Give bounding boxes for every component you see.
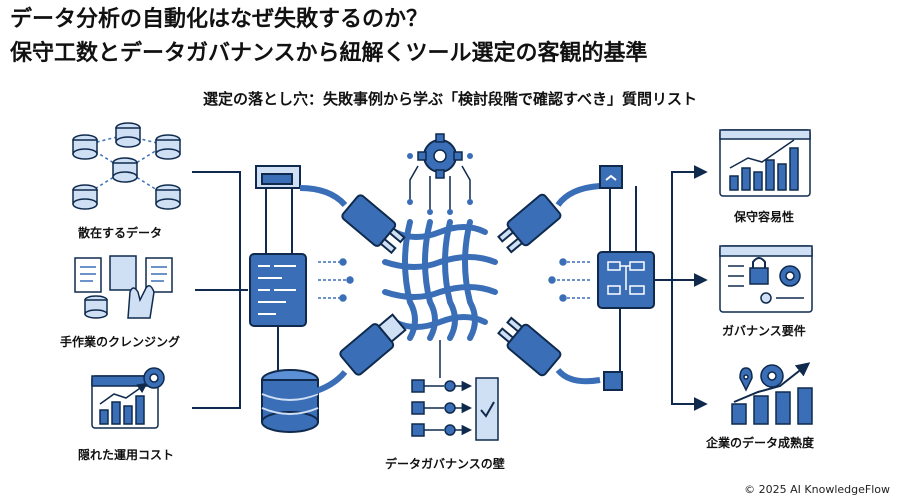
bar-chart-window-icon bbox=[719, 129, 811, 197]
left-item-label: 手作業のクレンジング bbox=[60, 335, 181, 349]
gear-icon bbox=[407, 133, 473, 215]
copyright-text: © 2025 AI KnowledgeFlow bbox=[744, 483, 890, 496]
page-title-line1: データ分析の自動化はなぜ失敗するのか？ bbox=[10, 7, 429, 32]
right-connector-lines bbox=[654, 165, 708, 411]
right-item-label: 企業のデータ成熟度 bbox=[706, 436, 815, 450]
lock-dashboard-icon bbox=[719, 245, 813, 313]
flow-panel-icon bbox=[597, 165, 655, 391]
server-panel-icon bbox=[249, 165, 307, 372]
left-item-label: 隠れた運用コスト bbox=[78, 448, 175, 462]
plug-icon bbox=[299, 183, 601, 398]
page-subtitle: 選定の落とし穴：失敗事例から学ぶ「検討段階で確認すべき」質問リスト bbox=[203, 90, 697, 108]
left-item-label: 散在するデータ bbox=[78, 226, 163, 240]
database-stack-icon bbox=[261, 369, 319, 433]
right-item-label: ガバナンス要件 bbox=[722, 324, 806, 338]
mesh-grid-icon bbox=[382, 219, 498, 341]
checklist-icon bbox=[411, 340, 499, 441]
right-item-label: 保守容易性 bbox=[734, 210, 795, 224]
page-title-line2: 保守工数とデータガバナンスから紐解くツール選定の客観的基準 bbox=[10, 41, 648, 66]
center-label: データガバナンスの壁 bbox=[385, 457, 505, 471]
signal-dots bbox=[318, 258, 590, 302]
calendar-chart-icon bbox=[91, 367, 165, 429]
manual-documents-icon bbox=[74, 255, 173, 319]
growth-chart-icon bbox=[731, 362, 813, 425]
database-network-icon bbox=[72, 122, 181, 210]
left-connector-lines bbox=[192, 171, 248, 409]
